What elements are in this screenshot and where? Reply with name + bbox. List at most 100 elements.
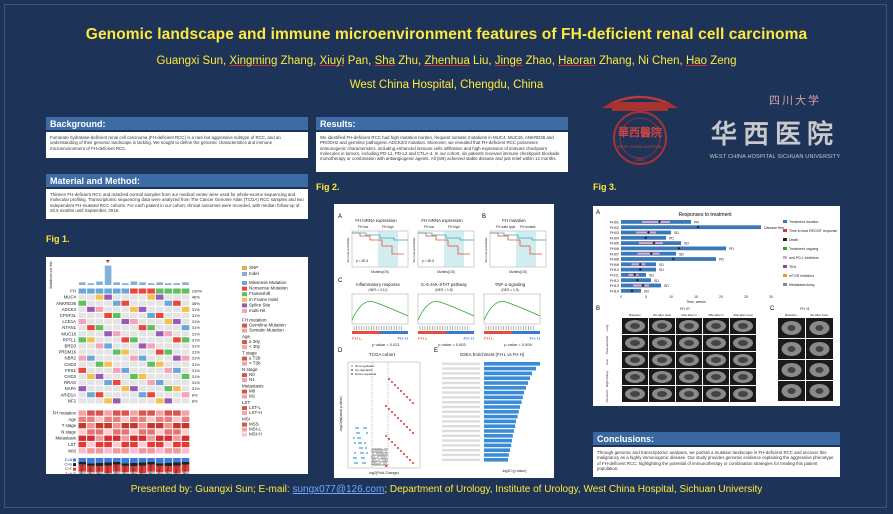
fig1-gene-label: MUC16 <box>61 331 76 336</box>
fig1-cell <box>164 300 173 306</box>
fig1-cell <box>181 331 190 337</box>
fig2-volcano-point <box>406 426 408 428</box>
fig1-legend-group-title: LST <box>242 400 251 405</box>
fig1-cell <box>130 367 138 373</box>
fig2-volcano-point <box>366 452 368 454</box>
fig1-clinical-cell <box>130 441 138 448</box>
fig1-cell <box>121 312 130 318</box>
fig3-response-label: PD <box>719 258 724 262</box>
fig2-survival-curve-low <box>490 232 542 255</box>
fig1-percent-label: 31% <box>192 313 200 318</box>
fig3-response-label: SD <box>679 252 684 256</box>
fig2-survival-curve-low <box>352 232 404 255</box>
fig3-patient-label: FH04 <box>610 236 619 240</box>
fig2-volcano-point <box>378 464 380 466</box>
fig1-cell <box>112 294 121 300</box>
fig2-gsea-bar <box>484 371 532 376</box>
fig1-percent-label: 8% <box>192 392 198 397</box>
fig1-legend-swatch <box>242 411 247 416</box>
fig1-cell <box>147 367 155 373</box>
fig2-survival-curve-high <box>418 232 474 241</box>
fig1-percent-label: 8% <box>192 398 198 403</box>
footer-prefix: Presented by: Guangxi Sun; E-mail: <box>130 484 293 495</box>
fig1-cell <box>155 386 164 392</box>
fig3-x-label: Time, weeks <box>686 300 706 304</box>
author-name: Zhao, <box>522 55 559 67</box>
fig3-ct-organ <box>738 391 748 397</box>
fig1-tmb-bar <box>173 283 181 285</box>
fig2-volcano-point <box>374 464 376 466</box>
fig1-cell <box>181 343 190 349</box>
author-name: Zeng <box>707 55 737 67</box>
fig1-cell <box>78 325 87 331</box>
fig3-patient-label: FH02 <box>610 226 619 230</box>
fig2-survival-title: FH mRNA expression <box>421 218 463 223</box>
fig2-volcano-point <box>412 432 414 434</box>
fig1-cell <box>164 306 173 312</box>
fig3-best-response-marker <box>638 268 642 271</box>
fig2-volcano-point <box>397 387 399 389</box>
fig1-clinical-cell <box>173 435 181 441</box>
logo-cn-big: 华西医院 <box>710 120 839 150</box>
fig2-volcano-legend: Up-regulated <box>355 368 373 372</box>
author-name: Xingming <box>229 55 278 67</box>
fig3-panel-letter: A <box>596 210 600 216</box>
fig2-panel-letter: E <box>434 348 438 354</box>
fig1-cell <box>95 367 104 373</box>
fig2-gsea-axis-h: FH H <box>398 336 409 341</box>
fig3-duration-bar <box>621 246 726 251</box>
fig1-cell <box>147 398 155 404</box>
fig3-patient-label: FH11 <box>610 274 619 278</box>
fig1-cell <box>95 392 104 398</box>
fig1-percent-label: 31% <box>192 380 200 385</box>
fig2-gsea-term <box>442 449 480 452</box>
fig1-cell <box>138 361 147 367</box>
fig1-sig-seg <box>164 458 173 463</box>
fig1-cell <box>104 312 112 318</box>
fig2-gsea-axis-h: FH H <box>464 336 475 341</box>
fig2-survival-title: FH mRNA expression <box>355 218 397 223</box>
fig1-sig-seg <box>147 462 155 465</box>
fig1-clinical-cell <box>104 448 112 454</box>
fig2-gsea-bar <box>484 376 530 380</box>
fig1-gene-label: MUC4 <box>64 295 77 300</box>
fig1-legend-text: Germline Mutation <box>249 323 286 328</box>
fig1-cell <box>95 319 104 325</box>
fig2-volcano-point <box>403 453 405 455</box>
fig3-patient-label: FH14 <box>610 289 619 293</box>
fig1-cell <box>112 355 121 361</box>
fig1-clinical-cell <box>173 410 181 416</box>
fig2-volcano-title: TCGA cohort <box>369 352 396 357</box>
fig1-cell <box>130 355 138 361</box>
fig1-clinical-cell <box>121 441 130 448</box>
fig1-cell <box>95 373 104 379</box>
fig1-cell <box>104 373 112 379</box>
fig1-sig-swatch <box>73 463 76 467</box>
fig1-cell <box>104 386 112 392</box>
fig3-legend-text: TKIs <box>789 265 796 269</box>
fig1-cell <box>173 325 181 331</box>
fig1-clinical-cell <box>78 441 87 448</box>
fig2-volcano-legend-dot <box>351 369 353 371</box>
fig1-cell <box>87 380 95 386</box>
fig3-ct-organ <box>684 323 694 329</box>
fig2-volcano-point <box>403 393 405 395</box>
fig2-volcano-legend: Down-regulated <box>355 372 377 376</box>
fig3-legend-swatch <box>783 220 787 223</box>
fig1-cell <box>138 373 147 379</box>
fig2-volcano-point <box>366 432 368 434</box>
fig3-tx-segment <box>637 252 660 255</box>
author-name: Haoran <box>558 55 596 67</box>
fig2-panel-letter: A <box>338 214 342 220</box>
fig3-label: Fig 3. <box>593 182 617 192</box>
fig1-cell <box>164 373 173 379</box>
fig3-response-label: SD <box>659 268 664 272</box>
fig1-clinical-cell <box>78 416 87 422</box>
fig1-cell <box>121 294 130 300</box>
fig3-response-label: Disease free <box>764 226 784 230</box>
fig1-cell <box>173 319 181 325</box>
footer-email-link[interactable]: sungx077@126.com <box>292 484 385 495</box>
fig1-percent-label: 31% <box>192 356 200 361</box>
fig1-percent-label: 31% <box>192 319 200 324</box>
fig2-gsea-title: IL-6-JAK-STAT pathway <box>421 282 467 287</box>
